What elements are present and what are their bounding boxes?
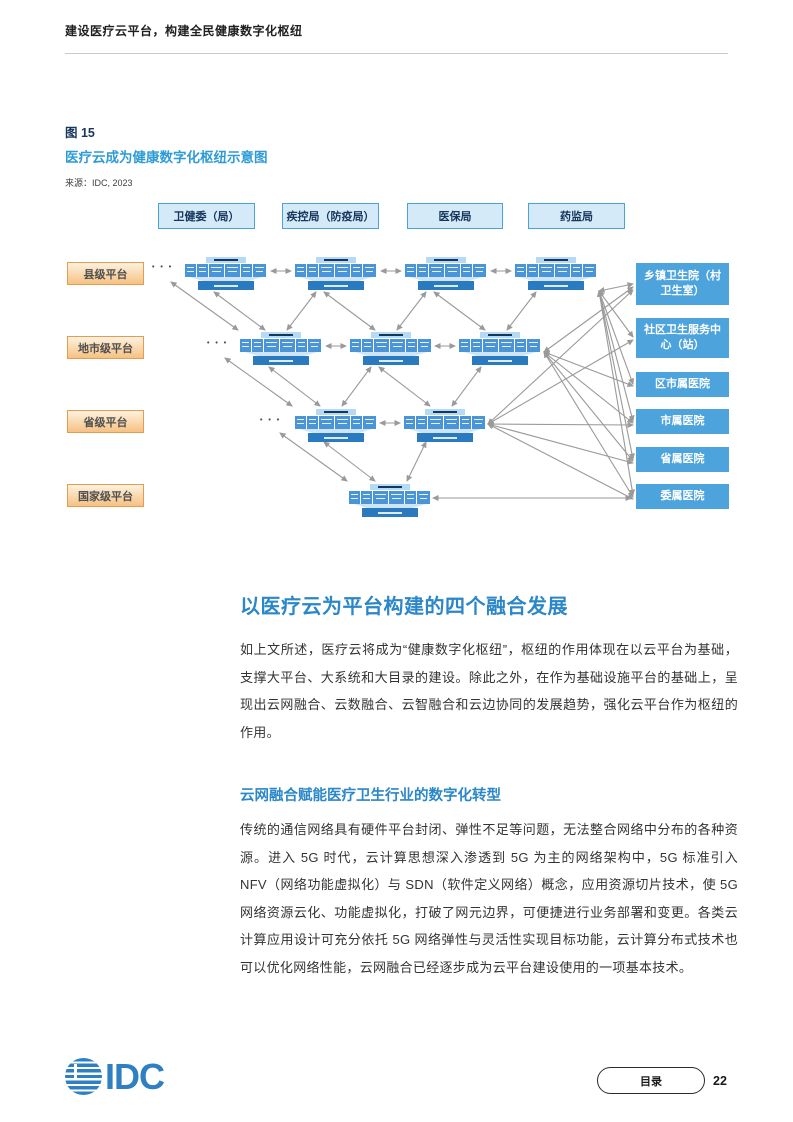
org-box-district-hospital: 区市属医院 bbox=[636, 372, 729, 397]
gov-box-yibaoju: 医保局 bbox=[407, 203, 503, 229]
gov-box-yaojianju: 药监局 bbox=[528, 203, 625, 229]
platform-cluster bbox=[348, 332, 434, 365]
ellipsis-county: • • • bbox=[152, 264, 174, 271]
level-box-national: 国家级平台 bbox=[67, 484, 144, 507]
ellipsis-province: • • • bbox=[260, 417, 282, 424]
platform-cluster bbox=[238, 332, 324, 365]
org-box-city-hospital: 市属医院 bbox=[636, 409, 729, 434]
paragraph-1: 如上文所述，医疗云将成为“健康数字化枢纽”，枢纽的作用体现在以云平台为基础，支撑… bbox=[240, 642, 738, 740]
section-heading: 以医疗云为平台构建的四个融合发展 bbox=[240, 596, 568, 618]
platform-cluster bbox=[402, 409, 488, 442]
org-box-township-clinic: 乡镇卫生院（村卫生室） bbox=[636, 263, 729, 305]
platform-cluster bbox=[403, 257, 489, 290]
platform-cluster bbox=[293, 409, 379, 442]
org-box-community-center: 社区卫生服务中心（站） bbox=[636, 318, 729, 358]
org-box-commission-hospital: 委属医院 bbox=[636, 484, 729, 509]
subsection-heading: 云网融合赋能医疗卫生行业的数字化转型 bbox=[240, 788, 501, 804]
diagram: 卫健委（局） 疾控局（防疫局） 医保局 药监局 县级平台 地市级平台 省级平台 … bbox=[0, 0, 793, 560]
platform-cluster bbox=[293, 257, 379, 290]
ellipsis-city: • • • bbox=[207, 340, 229, 347]
level-box-city: 地市级平台 bbox=[67, 336, 144, 359]
figure-source: 来源：IDC, 2023 bbox=[65, 178, 133, 188]
level-box-county: 县级平台 bbox=[67, 262, 144, 285]
gov-box-jikongju: 疾控局（防疫局） bbox=[282, 203, 379, 229]
figure-title: 医疗云成为健康数字化枢纽示意图 bbox=[65, 150, 268, 165]
platform-cluster bbox=[183, 257, 269, 290]
page-number: 22 bbox=[713, 1073, 727, 1088]
idc-logo: IDC bbox=[65, 1056, 165, 1097]
header-divider bbox=[65, 53, 728, 54]
idc-globe-icon bbox=[65, 1058, 102, 1095]
page-header-title: 建设医疗云平台，构建全民健康数字化枢纽 bbox=[65, 24, 303, 38]
level-box-province: 省级平台 bbox=[67, 410, 144, 433]
toc-button[interactable]: 目录 bbox=[597, 1067, 705, 1094]
platform-cluster bbox=[347, 484, 433, 517]
figure-label: 图 15 bbox=[65, 126, 95, 140]
platform-cluster bbox=[457, 332, 543, 365]
idc-logo-text: IDC bbox=[105, 1056, 165, 1097]
gov-box-weijianwei: 卫健委（局） bbox=[158, 203, 255, 229]
org-box-province-hospital: 省属医院 bbox=[636, 447, 729, 472]
paragraph-2: 传统的通信网络具有硬件平台封闭、弹性不足等问题，无法整合网络中分布的各种资源。进… bbox=[240, 822, 738, 975]
platform-cluster bbox=[513, 257, 599, 290]
